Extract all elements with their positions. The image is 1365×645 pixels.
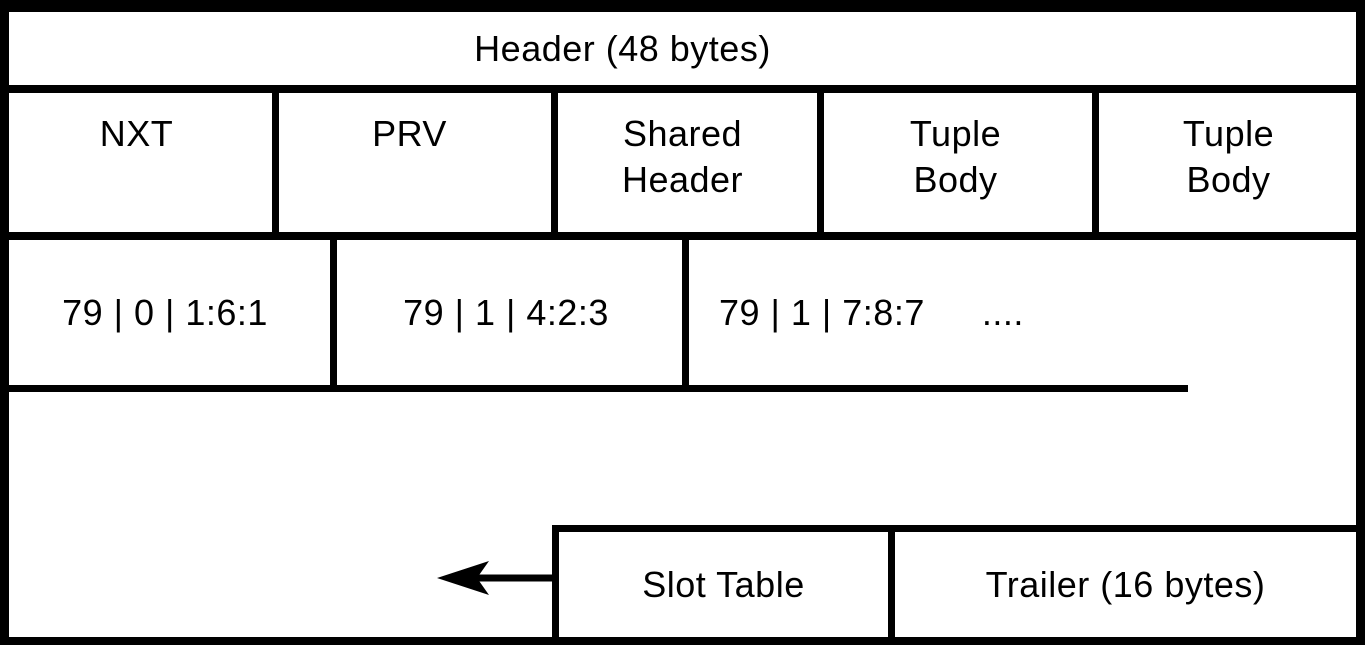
tuple-slot-3-value: 79 | 1 | 7:8:7: [719, 291, 925, 333]
outer-border-right: [1356, 0, 1365, 645]
trailer-cell: Trailer (16 bytes): [895, 532, 1356, 638]
tuple-slots-row: 79 | 0 | 1:6:1 79 | 1 | 4:2:3 79 | 1 | 7…: [0, 240, 1365, 385]
field-label-nxt: NXT: [99, 113, 174, 154]
field-label-tuple-body-1: Tuple Body: [909, 113, 1002, 200]
field-divider-1: [272, 85, 279, 240]
outer-border-top: [0, 0, 1365, 12]
tuple-row-bottom-line: [0, 385, 1188, 392]
page-header-cell: Header (48 bytes): [0, 12, 1365, 85]
tuple-divider-2: [682, 236, 689, 392]
fields-row: NXT PRV Shared Header Tuple Body Tuple B…: [0, 93, 1365, 232]
tuple-divider-1: [330, 236, 337, 392]
field-label-prv: PRV: [372, 113, 447, 154]
outer-border-left: [0, 0, 9, 645]
field-label-shared-header: Shared Header: [621, 113, 744, 200]
slot-table-cell: Slot Table: [559, 532, 888, 638]
outer-border-bottom: [0, 637, 1365, 645]
field-cell-nxt: NXT: [0, 93, 273, 232]
field-label-tuple-body-2: Tuple Body: [1182, 113, 1275, 200]
header-row-divider: [0, 85, 1365, 93]
field-cell-tuple-body-2: Tuple Body: [1092, 93, 1365, 232]
field-cell-tuple-body-1: Tuple Body: [819, 93, 1092, 232]
page-header-label: Header (48 bytes): [474, 27, 771, 69]
slot-trailer-divider: [888, 525, 895, 638]
slot-table-label: Slot Table: [642, 564, 805, 605]
tuple-slot-1-value: 79 | 0 | 1:6:1: [62, 291, 268, 333]
tuple-slot-1: 79 | 0 | 1:6:1: [0, 240, 330, 385]
tuple-slot-2-value: 79 | 1 | 4:2:3: [403, 291, 609, 333]
bottom-boxes-top-line: [552, 525, 1365, 532]
field-divider-2: [551, 85, 558, 240]
field-cell-shared-header: Shared Header: [546, 93, 819, 232]
field-divider-4: [1092, 85, 1099, 240]
tuple-slots-ellipsis: ....: [981, 291, 1024, 333]
field-cell-prv: PRV: [273, 93, 546, 232]
tuple-slot-3: 79 | 1 | 7:8:7 ....: [682, 240, 1219, 385]
trailer-label: Trailer (16 bytes): [985, 564, 1266, 605]
field-divider-3: [817, 85, 824, 240]
tuple-slot-2: 79 | 1 | 4:2:3: [330, 240, 682, 385]
left-arrow-icon: [437, 561, 556, 595]
